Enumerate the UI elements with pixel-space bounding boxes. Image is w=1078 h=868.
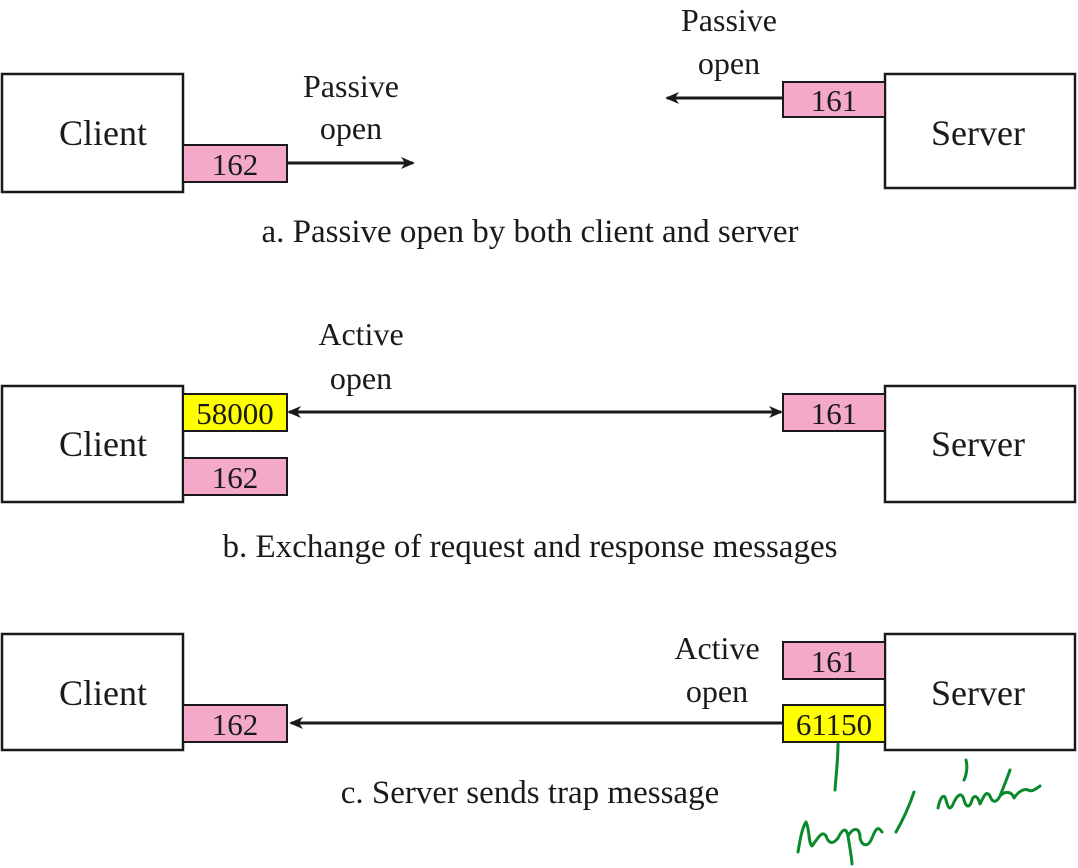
- client-port-b: 162: [212, 460, 259, 495]
- server-label-c: Server: [931, 673, 1025, 713]
- arrow-label-line2-b: open: [330, 360, 392, 396]
- client-port-box-a: [182, 144, 288, 183]
- caption-b: b. Exchange of request and response mess…: [223, 529, 838, 565]
- client-port-box-b: [182, 457, 288, 496]
- server-port-c: 161: [811, 644, 858, 679]
- handwritten-annotation: [796, 742, 1042, 866]
- client-ephemeral-port-b: 58000: [196, 396, 274, 431]
- client-box-c: [0, 632, 185, 752]
- client-box-a: [0, 72, 185, 194]
- server-box-a: [883, 72, 1077, 190]
- server-ephemeral-port-box-c: [782, 704, 886, 743]
- client-arrow-label-line1-a: Passive: [303, 68, 399, 104]
- server-port-b: 161: [811, 396, 858, 431]
- client-port-box-c: [182, 704, 288, 743]
- arrow-label-line2-c: open: [686, 673, 748, 709]
- server-arrow-label-line2-a: open: [698, 45, 760, 81]
- caption-c: c. Server sends trap message: [341, 775, 719, 811]
- server-box-c: [883, 632, 1077, 752]
- client-port-a: 162: [212, 147, 259, 182]
- server-label-b: Server: [931, 424, 1025, 464]
- server-port-box-b: [782, 393, 886, 432]
- client-port-c: 162: [212, 707, 259, 742]
- server-port-a: 161: [811, 83, 858, 118]
- caption-a: a. Passive open by both client and serve…: [261, 214, 798, 250]
- client-box-b: [0, 384, 185, 504]
- server-arrow-label-line1-a: Passive: [681, 2, 777, 38]
- server-port-box-c: [782, 641, 886, 680]
- client-arrow-label-line2-a: open: [320, 110, 382, 146]
- client-ephemeral-port-box-b: [182, 393, 288, 432]
- panel-b: Client 58000 162 Server 161 Active open …: [0, 316, 1077, 565]
- arrow-label-line1-c: Active: [674, 630, 759, 666]
- arrow-label-line1-b: Active: [318, 316, 403, 352]
- client-label-a: Client: [59, 113, 147, 153]
- panel-a: Client 162 Passive open Server 161 Passi…: [0, 2, 1077, 250]
- client-label-b: Client: [59, 424, 147, 464]
- server-ephemeral-port-c: 61150: [796, 707, 872, 742]
- server-box-b: [883, 384, 1077, 504]
- server-port-box-a: [782, 81, 886, 118]
- client-label-c: Client: [59, 673, 147, 713]
- server-label-a: Server: [931, 113, 1025, 153]
- panel-c: Client 162 Server 161 61150 Active open …: [0, 630, 1077, 811]
